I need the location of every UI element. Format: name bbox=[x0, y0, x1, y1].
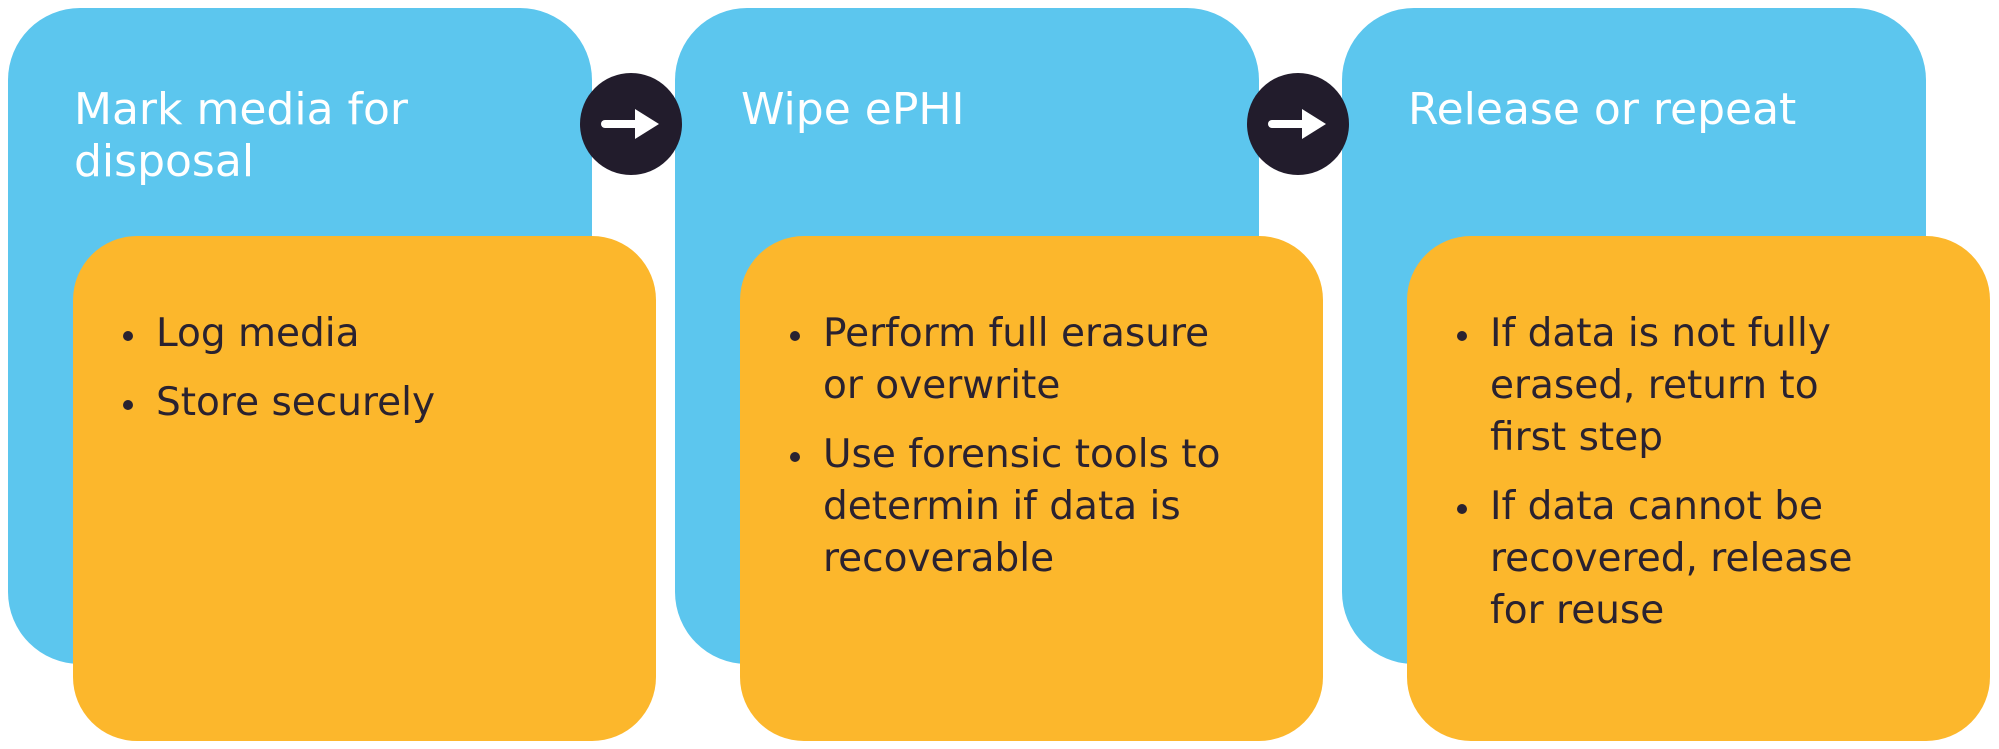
step-2-bullet-list: Perform full erasure or overwrite Use fo… bbox=[784, 308, 1254, 585]
connector-arrow-2 bbox=[1247, 73, 1349, 175]
step-3-details: If data is not fully erased, return to f… bbox=[1407, 236, 1990, 741]
arrow-right-icon bbox=[601, 109, 659, 139]
bullet-text: Perform full erasure or overwrite bbox=[823, 311, 1210, 408]
connector-arrow-1 bbox=[580, 73, 682, 175]
step-3-title: Release or repeat bbox=[1408, 84, 1797, 135]
step-1-title: Mark media for disposal bbox=[74, 84, 409, 187]
bullet-dot-icon bbox=[790, 452, 800, 462]
bullet-dot-icon bbox=[123, 331, 133, 341]
step-3-bullet-list: If data is not fully erased, return to f… bbox=[1451, 308, 1901, 637]
bullet-dot-icon bbox=[1457, 504, 1467, 514]
list-item: Store securely bbox=[117, 377, 626, 429]
bullet-dot-icon bbox=[123, 400, 133, 410]
list-item: Perform full erasure or overwrite bbox=[784, 308, 1254, 412]
arrow-right-icon bbox=[1268, 109, 1326, 139]
list-item: If data cannot be recovered, release for… bbox=[1451, 481, 1901, 637]
bullet-dot-icon bbox=[790, 331, 800, 341]
list-item: Log media bbox=[117, 308, 626, 360]
bullet-text: Log media bbox=[156, 311, 360, 356]
step-2-title: Wipe ePHI bbox=[741, 84, 965, 135]
list-item: Use forensic tools to determin if data i… bbox=[784, 429, 1254, 585]
list-item: If data is not fully erased, return to f… bbox=[1451, 308, 1901, 464]
bullet-dot-icon bbox=[1457, 331, 1467, 341]
bullet-text: If data cannot be recovered, release for… bbox=[1490, 484, 1853, 633]
step-1-details: Log media Store securely bbox=[73, 236, 656, 741]
bullet-text: Store securely bbox=[156, 380, 436, 425]
bullet-text: If data is not fully erased, return to f… bbox=[1490, 311, 1831, 460]
bullet-text: Use forensic tools to determin if data i… bbox=[823, 432, 1221, 581]
step-1-bullet-list: Log media Store securely bbox=[117, 308, 626, 429]
step-2-details: Perform full erasure or overwrite Use fo… bbox=[740, 236, 1323, 741]
